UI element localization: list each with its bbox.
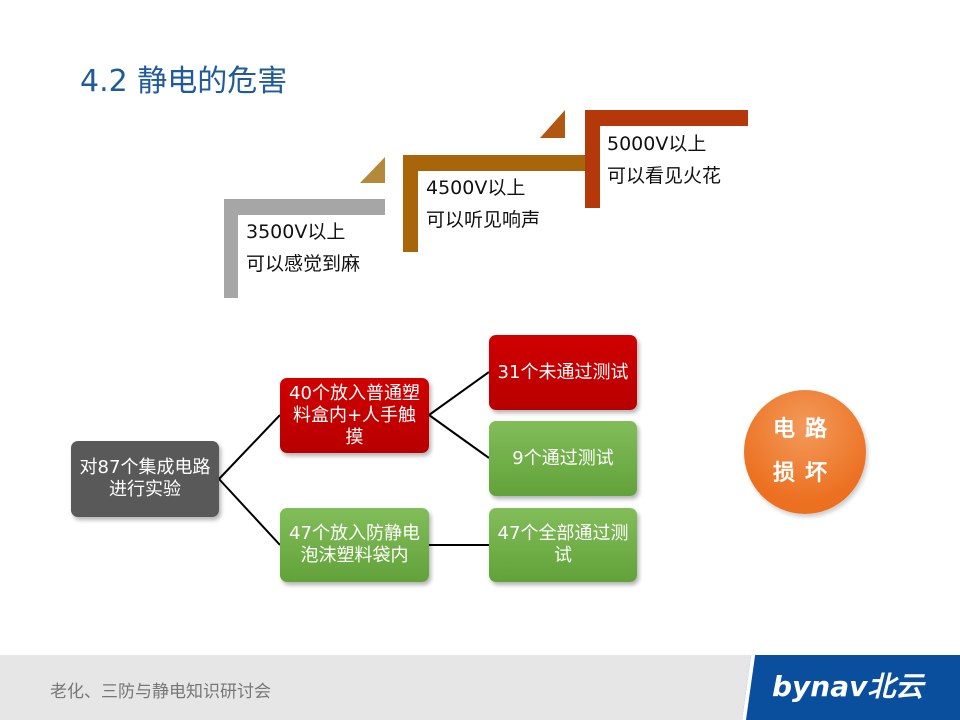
step-1-text: 3500V以上 可以感觉到麻: [246, 216, 360, 280]
step-3-bracket: [585, 110, 748, 208]
connector-lines: [218, 371, 490, 546]
step-2-text: 4500V以上 可以听见响声: [426, 172, 540, 236]
step-3-voltage: 5000V以上: [607, 133, 707, 155]
step-2-effect: 可以听见响声: [426, 209, 541, 231]
circle-line-2: 损坏: [772, 461, 837, 486]
root-node: 对87个集成电路进行实验: [71, 441, 219, 517]
result-all-pass-node: 47个全部通过测试: [489, 508, 637, 582]
step-1-effect: 可以感觉到麻: [246, 253, 361, 275]
step-arrow-1: [360, 157, 385, 183]
branch-a-node: 40个放入普通塑料盒内+人手触摸: [280, 378, 429, 453]
circuit-damage-circle: 电路 损坏: [744, 390, 866, 514]
step-arrow-2: [540, 110, 565, 138]
footer-text: 老化、三防与静电知识研讨会: [50, 682, 271, 702]
step-2-voltage: 4500V以上: [426, 177, 526, 199]
step-3-effect: 可以看见火花: [607, 165, 722, 187]
circle-line-1: 电路: [772, 417, 837, 442]
step-1-voltage: 3500V以上: [246, 221, 346, 243]
step-3-text: 5000V以上 可以看见火花: [607, 128, 721, 192]
page-title: 4.2 静电的危害: [80, 64, 288, 99]
step-1-bracket: [224, 157, 385, 298]
bynav-logo: bynav北云: [772, 670, 924, 703]
result-fail-node: 31个未通过测试: [489, 335, 637, 410]
branch-b-node: 47个放入防静电泡沫塑料袋内: [280, 508, 429, 582]
result-pass-node: 9个通过测试: [489, 421, 637, 496]
step-2-bracket: [403, 110, 585, 252]
